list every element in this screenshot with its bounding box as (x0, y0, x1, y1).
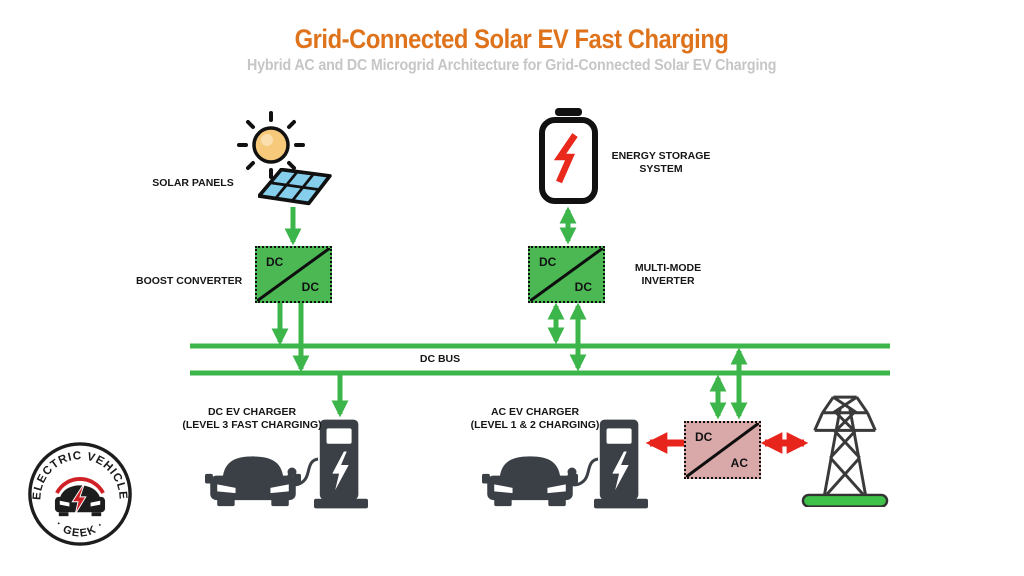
dc-bus-label: DC BUS (419, 353, 461, 365)
grid-tower-icon (801, 395, 889, 507)
dc-ev-car-icon (205, 456, 301, 507)
inverter-input-label: DC (539, 255, 557, 269)
grid-converter-diagonal (686, 423, 759, 477)
inverter-output-label: DC (574, 280, 592, 294)
sun-icon (237, 111, 305, 179)
dc-ev-charger-label: DC EV CHARGER (LEVEL 3 FAST CHARGING) (182, 406, 322, 431)
battery-icon (539, 108, 598, 204)
battery-lightning-icon (553, 133, 578, 184)
energy-storage-label: ENERGY STORAGE SYSTEM (611, 150, 711, 175)
boost-converter-box: DC DC (255, 246, 332, 303)
logo-car-icon (54, 484, 106, 517)
solar-panel-icon (258, 168, 332, 206)
ac-charging-station-icon (594, 419, 648, 509)
brand-logo: ELECTRIC VEHICLE · GEEK · (28, 442, 132, 546)
grid-converter-dc-label: DC (695, 430, 713, 444)
ac-ev-car-icon (482, 456, 578, 507)
page-subtitle: Hybrid AC and DC Microgrid Architecture … (247, 57, 777, 74)
logo-lightning-icon (71, 484, 87, 515)
boost-diagonal (257, 248, 330, 301)
logo-red-arc (55, 477, 105, 495)
ac-station-lightning-icon (612, 451, 629, 491)
grid-converter-ac-label: AC (730, 456, 748, 470)
multi-mode-inverter-label: MULTI-MODE INVERTER (634, 262, 702, 287)
multi-mode-inverter-box: DC DC (528, 246, 605, 303)
boost-converter-label: BOOST CONVERTER (136, 275, 243, 287)
header: Grid-Connected Solar EV Fast Charging Hy… (0, 24, 1024, 75)
ac-ev-charger-label: AC EV CHARGER (LEVEL 1 & 2 CHARGING) (470, 406, 600, 431)
boost-output-label: DC (301, 280, 319, 294)
dc-station-lightning-icon (332, 451, 349, 491)
grid-converter-box: DC AC (684, 421, 761, 479)
inverter-diagonal (530, 248, 603, 301)
solar-panels-label: SOLAR PANELS (152, 177, 234, 189)
dc-charging-station-icon (314, 419, 368, 509)
boost-input-label: DC (266, 255, 284, 269)
page-title: Grid-Connected Solar EV Fast Charging (295, 24, 729, 54)
